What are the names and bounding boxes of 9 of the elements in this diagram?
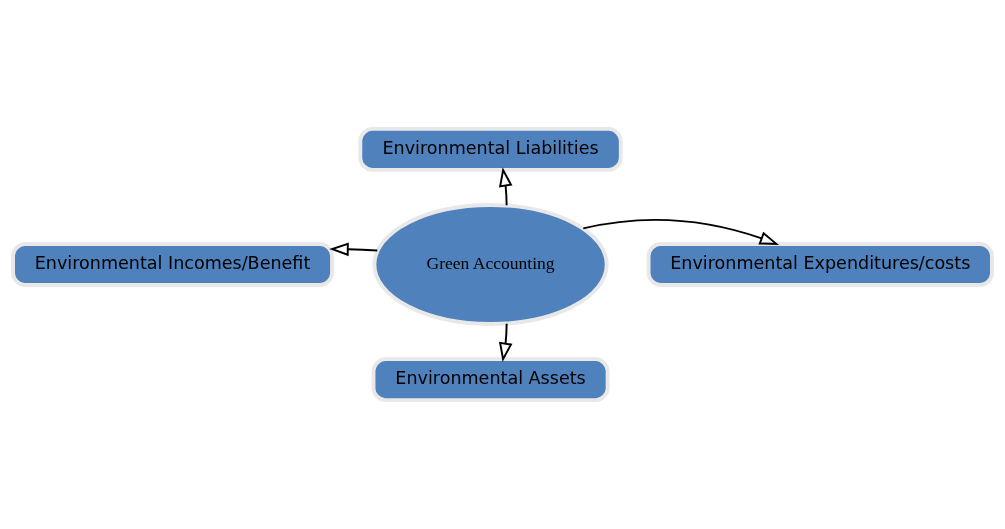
arrow	[498, 322, 513, 363]
node-box: Environmental Liabilities	[358, 126, 623, 172]
arrow	[329, 242, 379, 257]
node-box: Environmental Assets	[371, 357, 610, 403]
node-ellipse: Green Accounting	[372, 203, 609, 326]
arrow	[498, 167, 513, 207]
arrow	[582, 218, 780, 245]
node-box: Environmental Incomes/Benefit	[11, 242, 334, 287]
node-box: Environmental Expenditures/costs	[646, 242, 994, 287]
